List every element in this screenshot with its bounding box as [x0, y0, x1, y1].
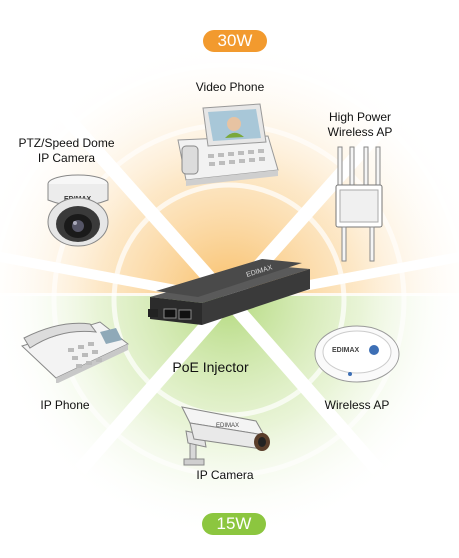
power-15w-badge: 15W — [202, 513, 266, 535]
power-30w-badge: 30W — [203, 30, 267, 52]
ip-camera-brand-logo: EDIMAX — [216, 423, 239, 429]
ip-phone-label: IP Phone — [40, 398, 90, 412]
video-phone-icon — [177, 103, 279, 186]
ptz-camera-label: PTZ/Speed Dome IP Camera — [18, 136, 115, 165]
poe-injector-label: PoE Injector — [172, 359, 249, 375]
high-power-ap-icon — [335, 146, 383, 262]
wireless-ap-brand-logo: EDIMAX — [332, 347, 360, 354]
wireless-ap-label: Wireless AP — [324, 398, 390, 412]
ip-camera-label: IP Camera — [196, 468, 254, 482]
ip-camera-icon: EDIMAX — [181, 406, 270, 466]
high-power-ap-label: High Power Wireless AP — [327, 110, 393, 139]
video-phone-label: Video Phone — [195, 80, 265, 94]
ptz-camera-icon: EDIMAX — [47, 174, 109, 247]
poe-injector-icon: EDIMAX — [148, 259, 310, 325]
ip-phone-icon — [21, 321, 129, 383]
wireless-ap-icon: EDIMAX — [314, 325, 400, 383]
